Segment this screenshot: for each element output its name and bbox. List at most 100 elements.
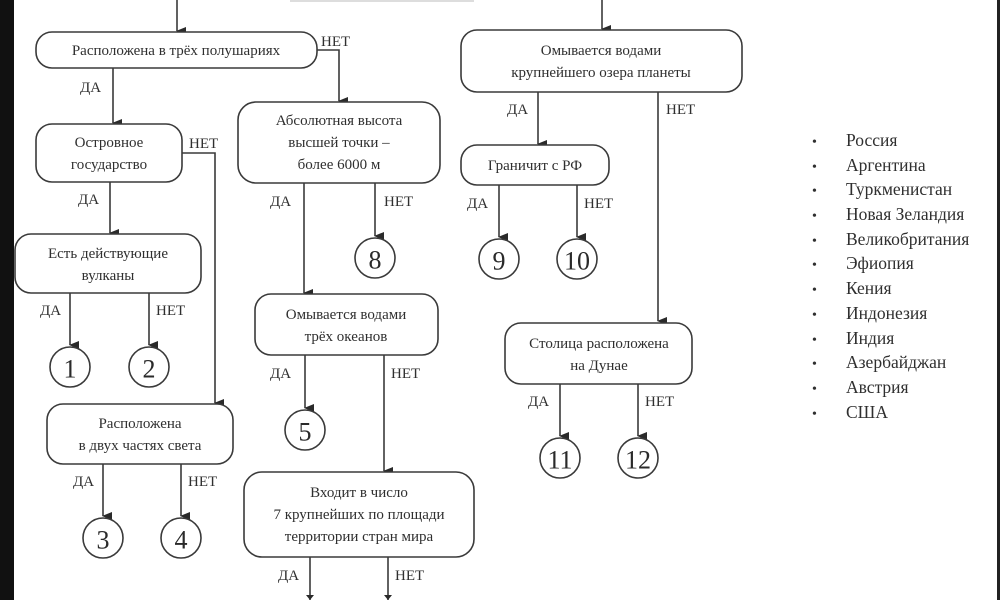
node-text-line: крупнейшего озера планеты <box>511 65 691 81</box>
country-name: Туркменистан <box>846 179 953 200</box>
country-name: Австрия <box>846 376 909 397</box>
country-name: Индия <box>846 327 895 348</box>
label-lake-no: НЕТ <box>666 102 695 118</box>
node-text-line: высшей точки – <box>288 135 390 151</box>
country-list-item: •Азербайджан <box>812 350 969 375</box>
node-text-line: Омывается водами <box>541 43 662 59</box>
leaf-2: 2 <box>128 346 170 388</box>
node-largest-lake: Омывается водами крупнейшего озера планет… <box>460 29 743 93</box>
country-list-item: • Великобритания <box>812 227 969 252</box>
svg-text:9: 9 <box>493 247 506 276</box>
arrowhead-cut-yes <box>306 595 314 600</box>
country-name: Новая Зеландия <box>846 204 965 225</box>
leaf-4: 4 <box>160 517 202 559</box>
label-two-yes: ДА <box>73 474 94 490</box>
bullet-icon: • <box>812 307 817 323</box>
svg-text:8: 8 <box>369 246 382 275</box>
edge-hemi-no <box>317 49 348 105</box>
label-rf-no: НЕТ <box>584 196 613 212</box>
svg-text:1: 1 <box>64 355 77 384</box>
country-list-item: • Индия <box>812 326 969 351</box>
leaf-11: 11 <box>539 437 581 479</box>
leaf-5: 5 <box>284 409 326 451</box>
country-name: Эфиопия <box>846 253 914 274</box>
node-text-line: 7 крупнейших по площади <box>273 507 444 523</box>
country-list-item: • Индонезия <box>812 301 969 326</box>
node-text-line: более 6000 м <box>298 157 381 173</box>
label-volc-yes: ДА <box>40 303 61 319</box>
leaf-8: 8 <box>354 237 396 279</box>
bullet-icon: • <box>812 184 817 200</box>
label-volc-no: НЕТ <box>156 303 185 319</box>
node-text-line: трёх океанов <box>305 329 388 345</box>
country-name: Россия <box>846 130 898 150</box>
node-text-line: Столица расположена <box>529 336 669 352</box>
node-text-line: в двух частях света <box>79 438 202 454</box>
label-top7-yes: ДА <box>278 568 299 584</box>
label-hemi-no: НЕТ <box>321 34 350 50</box>
svg-text:4: 4 <box>175 526 188 555</box>
bullet-icon: • <box>812 332 817 348</box>
label-top7-no: НЕТ <box>395 568 424 584</box>
node-text-line: Омывается водами <box>286 307 407 323</box>
svg-text:3: 3 <box>97 526 110 555</box>
node-active-volcanoes: Есть действующие вулканы <box>14 233 202 294</box>
label-high-yes: ДА <box>270 194 291 210</box>
country-list-item: • Аргентина <box>812 153 969 178</box>
country-list-item: •Кения <box>812 276 969 301</box>
arrowhead-cut-no <box>384 595 392 600</box>
svg-text:2: 2 <box>143 355 156 384</box>
country-list: •Россия•Аргентина•Туркменистан•Новая Зел… <box>812 128 969 424</box>
right-frame-edge <box>997 0 1000 600</box>
label-two-no: НЕТ <box>188 474 217 490</box>
svg-text:11: 11 <box>547 446 572 475</box>
country-list-item: •Новая Зеландия <box>812 202 969 227</box>
label-island-no: НЕТ <box>189 136 218 152</box>
bullet-icon: • <box>812 159 817 175</box>
country-name: Аргентина <box>846 154 926 175</box>
label-lake-yes: ДА <box>507 102 528 118</box>
bullet-icon: • <box>812 233 817 249</box>
label-island-yes: ДА <box>78 192 99 208</box>
svg-text:12: 12 <box>625 446 651 475</box>
node-text-line: Островное <box>75 135 144 151</box>
leaf-10: 10 <box>556 238 598 280</box>
label-rf-yes: ДА <box>467 196 488 212</box>
svg-text:10: 10 <box>564 247 590 276</box>
country-list-item: •США <box>812 400 969 425</box>
country-list-item: • Австрия <box>812 375 969 400</box>
label-ocean-no: НЕТ <box>391 366 420 382</box>
country-name: Великобритания <box>846 228 970 249</box>
label-ocean-yes: ДА <box>270 366 291 382</box>
bullet-icon: • <box>812 135 817 150</box>
leaf-1: 1 <box>49 346 91 388</box>
country-list-item: • Туркменистан <box>812 177 969 202</box>
node-top7-area: Входит в число 7 крупнейших по площади тер… <box>243 471 475 558</box>
node-text-line: вулканы <box>82 268 135 284</box>
label-high-no: НЕТ <box>384 194 413 210</box>
node-capital-danube: Столица расположена на Дунае <box>504 322 693 385</box>
node-text-line: Расположена <box>98 416 181 432</box>
label-danube-no: НЕТ <box>645 394 674 410</box>
node-text-line: Входит в число <box>310 485 408 501</box>
node-text-line: территории стран мира <box>285 529 434 545</box>
leaf-12: 12 <box>617 437 659 479</box>
node-three-hemispheres: Расположена в трёх полушариях <box>35 31 318 69</box>
country-list-item: • Эфиопия <box>812 251 969 276</box>
label-danube-yes: ДА <box>528 394 549 410</box>
leaf-3: 3 <box>82 517 124 559</box>
bullet-icon: • <box>812 357 817 373</box>
country-name: Индонезия <box>846 302 928 323</box>
node-text-line: Есть действующие <box>48 246 168 262</box>
node-three-oceans: Омывается водами трёх океанов <box>254 293 439 356</box>
bullet-icon: • <box>812 258 817 274</box>
edge-labels: ДА НЕТ ДА НЕТ ДА НЕТ ДА НЕТ ДА НЕТ ДА НЕ… <box>40 34 695 584</box>
bullet-icon: • <box>812 381 817 397</box>
node-text-line: на Дунае <box>570 358 628 374</box>
node-two-continents: Расположена в двух частях света <box>46 403 234 465</box>
node-borders-rf: Граничит с РФ <box>460 144 610 186</box>
bullet-icon: • <box>812 283 817 299</box>
